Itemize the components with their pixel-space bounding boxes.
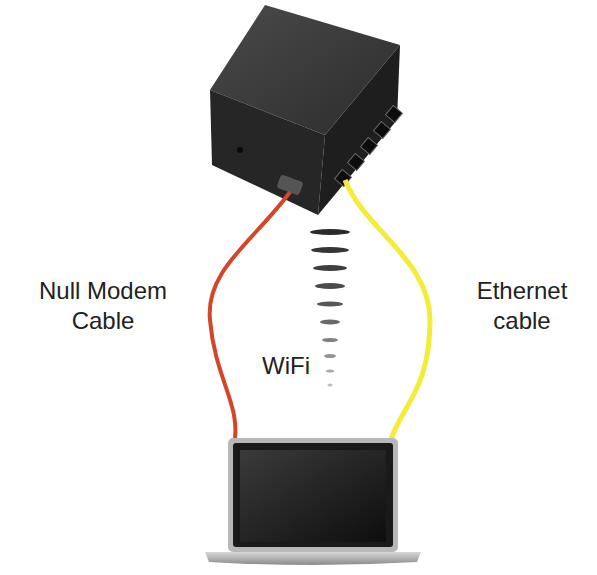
router-side bbox=[318, 45, 400, 215]
power-jack bbox=[237, 147, 243, 153]
cable-label: Ethernet cable bbox=[460, 276, 584, 336]
ethernet-cable bbox=[345, 180, 430, 442]
router bbox=[210, 5, 402, 215]
ethernet-ports bbox=[335, 106, 403, 187]
laptop bbox=[205, 438, 421, 565]
laptop-base bbox=[205, 552, 421, 565]
laptop-screen bbox=[240, 450, 386, 542]
wireless-label: WiFi bbox=[260, 351, 312, 381]
cable-label: Null Modem Cable bbox=[21, 276, 185, 336]
laptop-lid bbox=[228, 438, 398, 552]
wifi-signal bbox=[310, 229, 350, 387]
null-modem-cable bbox=[210, 192, 290, 445]
laptop-bezel bbox=[233, 443, 393, 547]
router-front bbox=[210, 90, 325, 215]
